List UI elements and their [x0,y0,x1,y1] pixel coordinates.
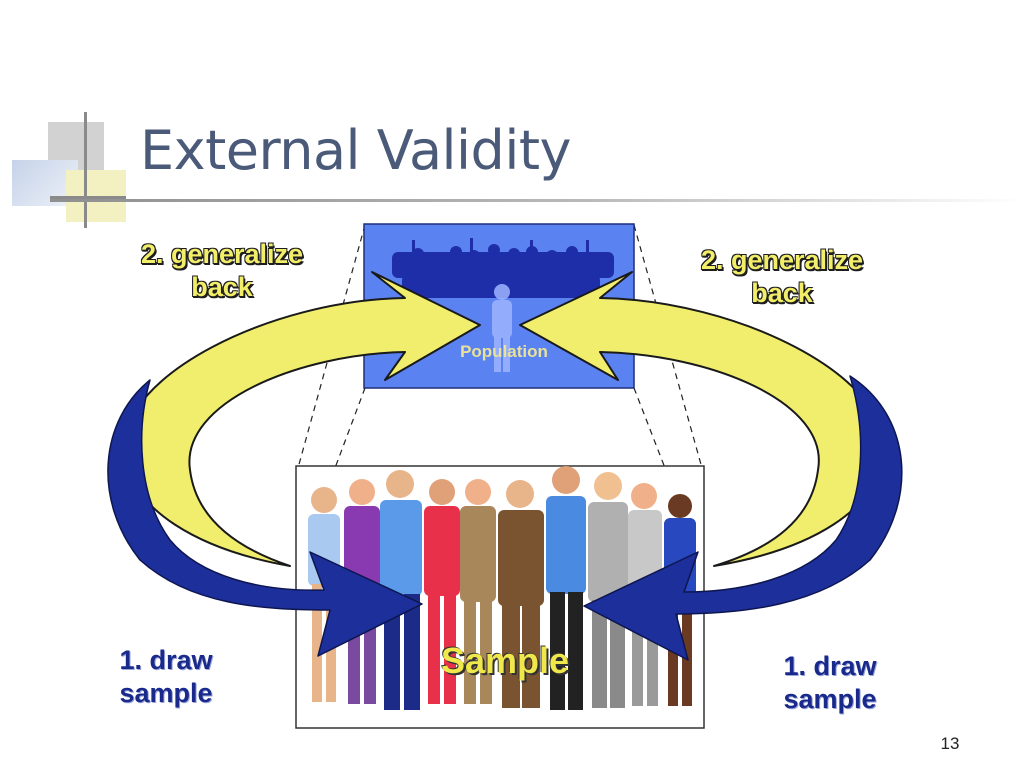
draw-sample-arrow-right [583,375,903,661]
generalize-arrow-left [122,271,481,567]
label-draw-left-line-1: 1. draw [119,645,213,675]
label-draw-right-line-2: sample [783,684,877,714]
label-generalize-right-line-1: 2. generalize [700,245,864,275]
sample-label: Sample [440,640,570,681]
label-draw-left-line-2: sample [119,678,213,708]
draw-sample-arrow-left [107,379,423,657]
page-number: 13 [940,734,960,753]
label-generalize-left-line-1: 2. generalize [140,239,304,269]
title-underline [50,199,1024,202]
label-draw-right: 1. draw sample [748,650,912,716]
generalize-arrows [122,271,886,567]
draw-sample-arrows [107,375,903,661]
label-generalize-left: 2. generalize back [114,238,330,304]
label-draw-left: 1. draw sample [86,644,246,710]
label-generalize-right: 2. generalize back [674,244,890,310]
label-draw-right-line-1: 1. draw [783,651,877,681]
label-generalize-left-line-2: back [191,272,253,302]
population-label: Population [460,342,548,361]
generalize-arrow-right [519,271,886,567]
highlighted-person [492,284,512,372]
label-generalize-right-line-2: back [751,278,813,308]
slide-title: External Validity [140,119,571,182]
